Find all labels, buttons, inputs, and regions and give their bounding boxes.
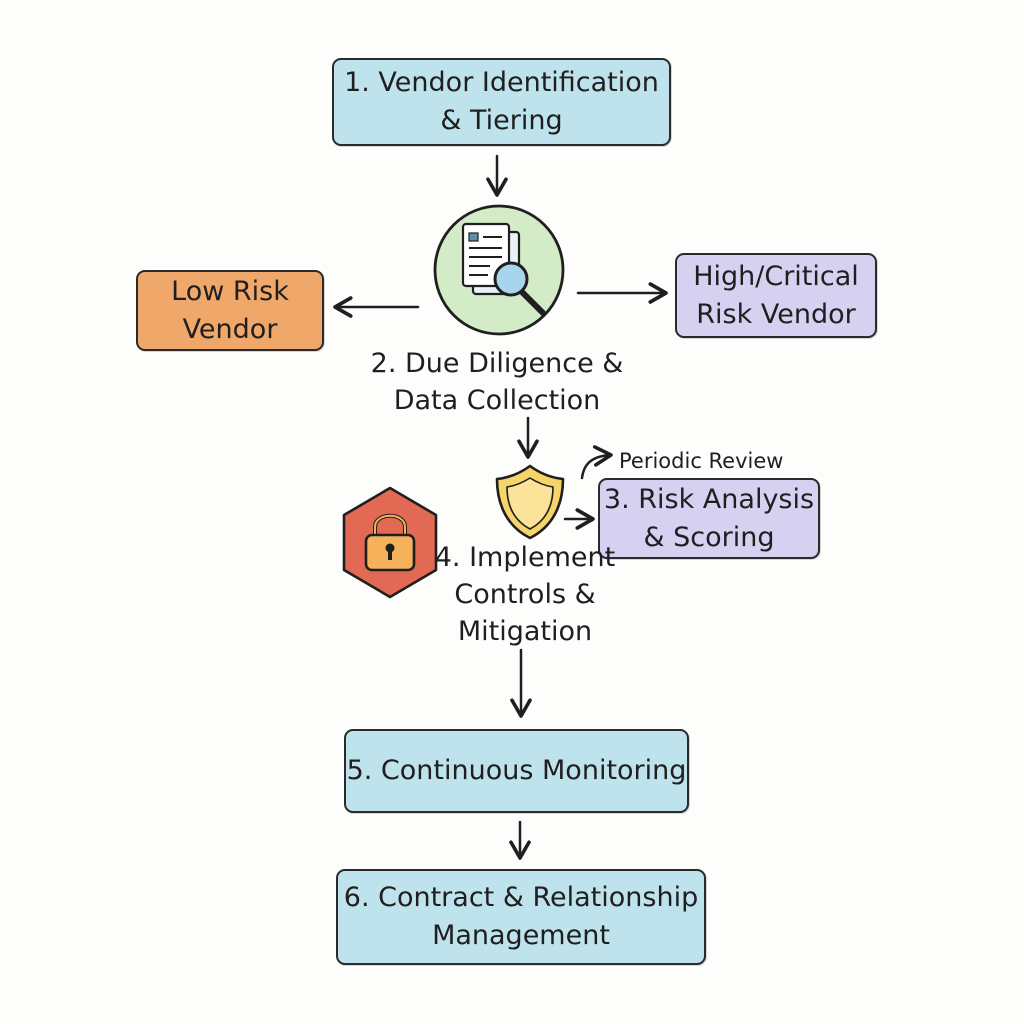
step-4-line-1: 4. Implement (434, 542, 616, 573)
low-risk-vendor-box: Low Risk Vendor (136, 270, 324, 351)
step-6-box: 6. Contract & Relationship Management (336, 869, 706, 965)
step-5-box: 5. Continuous Monitoring (344, 729, 689, 813)
step-1-box: 1. Vendor Identification & Tiering (332, 58, 671, 146)
step-4-line-2: Controls & (454, 579, 596, 610)
high-critical-risk-vendor-box: High/Critical Risk Vendor (675, 253, 877, 338)
high-risk-line-1: High/Critical (693, 260, 859, 292)
document-magnifier-icon (433, 204, 565, 336)
step-4-label: 4. Implement Controls & Mitigation (430, 539, 620, 650)
step-1-line-2: & Tiering (440, 105, 563, 136)
step-3-box: 3. Risk Analysis & Scoring (598, 478, 820, 559)
low-risk-line-1: Low Risk (171, 275, 289, 307)
high-risk-line-2: Risk Vendor (696, 298, 856, 330)
step-3-line-1: 3. Risk Analysis (603, 483, 815, 515)
step-1-line-1: 1. Vendor Identification (344, 67, 659, 98)
step-2-label: 2. Due Diligence & Data Collection (357, 345, 637, 419)
step-2-line-1: 2. Due Diligence & (370, 348, 624, 379)
step-2-line-2: Data Collection (393, 385, 601, 416)
arrow-periodic-review (580, 445, 613, 480)
shield-icon (495, 464, 565, 540)
step-6-line-2: Management (432, 920, 610, 951)
low-risk-line-2: Vendor (182, 313, 278, 345)
step-5-line-1: 5. Continuous Monitoring (346, 755, 687, 786)
step-3-line-2: & Scoring (643, 521, 775, 553)
padlock-hexagon-icon (342, 486, 438, 599)
periodic-review-label: Periodic Review (619, 449, 784, 473)
step-6-line-1: 6. Contract & Relationship (343, 882, 699, 913)
step-4-line-3: Mitigation (457, 616, 593, 647)
